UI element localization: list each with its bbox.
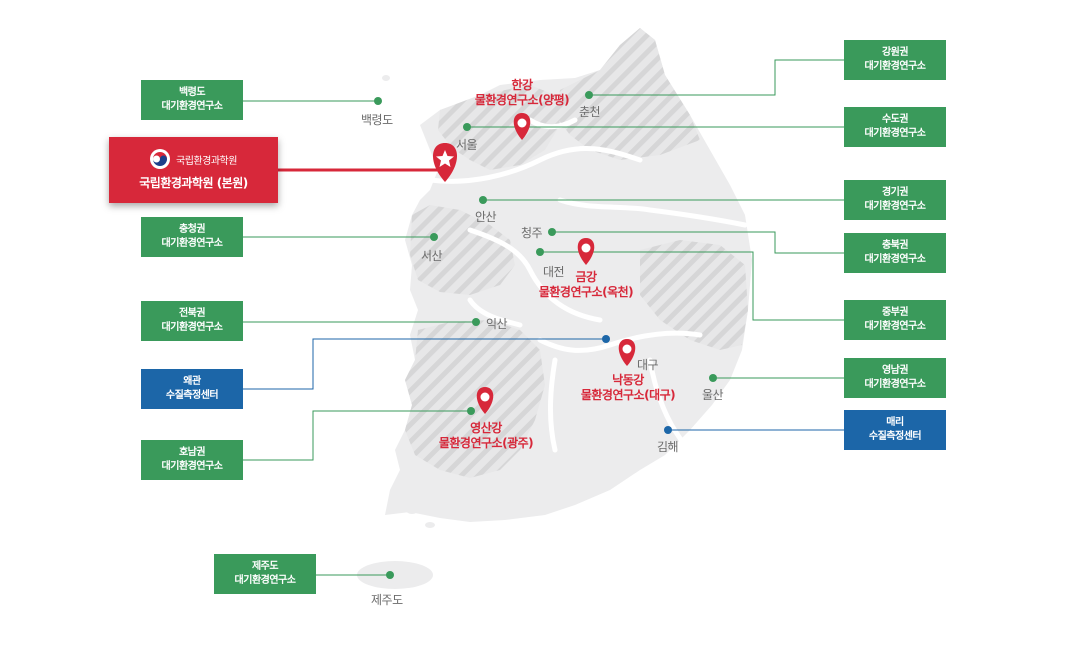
dot-gwangju bbox=[467, 407, 475, 415]
jeolla-region bbox=[405, 320, 545, 478]
city-chuncheon: 춘천 bbox=[579, 105, 601, 119]
dot-waegwan bbox=[602, 335, 610, 343]
taegeuk-logo-icon bbox=[150, 149, 171, 169]
city-cheongju: 청주 bbox=[521, 226, 543, 240]
dot-jeju bbox=[386, 571, 394, 579]
pin-nakdonggang bbox=[618, 339, 636, 366]
dot-iksan bbox=[472, 318, 480, 326]
city-iksan: 익산 bbox=[486, 317, 508, 331]
jeju-island bbox=[357, 561, 433, 589]
pin-yeongsangang bbox=[476, 387, 494, 414]
island bbox=[382, 75, 390, 81]
pin-geumgang bbox=[577, 238, 595, 265]
city-seosan: 서산 bbox=[421, 249, 443, 263]
dot-ulsan bbox=[709, 374, 717, 382]
dot-daejeon bbox=[536, 248, 544, 256]
hq-name: 국립환경과학원 (본원) bbox=[139, 176, 248, 190]
dot-gimhae bbox=[664, 426, 672, 434]
dot-chuncheon bbox=[585, 91, 593, 99]
city-baengnyeong: 백령도 bbox=[361, 113, 393, 127]
city-gimhae: 김해 bbox=[657, 440, 679, 454]
gyeongbuk-region bbox=[640, 240, 748, 350]
city-daejeon: 대전 bbox=[543, 265, 565, 279]
city-ansan: 안산 bbox=[475, 210, 497, 224]
dot-seosan bbox=[430, 233, 438, 241]
city-jeju: 제주도 bbox=[371, 593, 403, 607]
city-daegu: 대구 bbox=[637, 358, 659, 372]
hq-logo-text: 국립환경과학원 bbox=[176, 155, 237, 167]
chungnam-region bbox=[410, 205, 515, 295]
dot-cheongju bbox=[548, 228, 556, 236]
pin-headquarters bbox=[432, 143, 458, 182]
headquarters-box: 국립환경과학원 국립환경과학원 (본원) bbox=[109, 137, 278, 203]
pin-hangang bbox=[513, 113, 531, 140]
dot-seoul bbox=[463, 123, 471, 131]
city-seoul: 서울 bbox=[456, 138, 478, 152]
dot-baengnyeong bbox=[374, 97, 382, 105]
city-ulsan: 울산 bbox=[702, 388, 724, 402]
dot-ansan bbox=[479, 196, 487, 204]
